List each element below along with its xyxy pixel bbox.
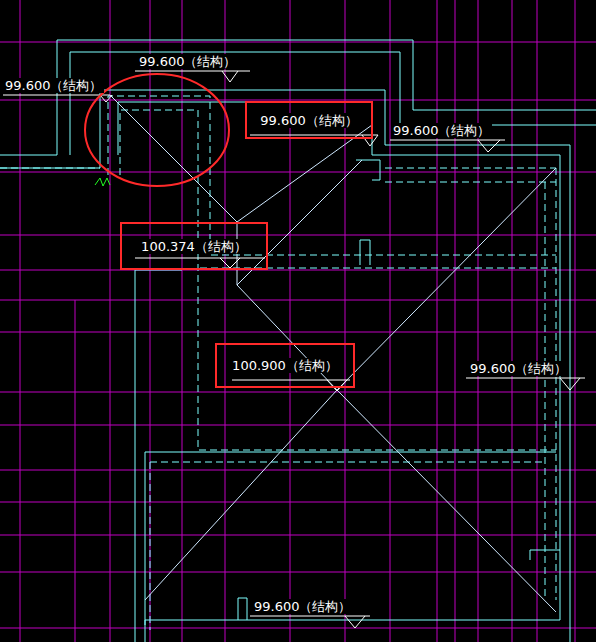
elevation-label: 99.600（结构） — [4, 78, 104, 93]
highlight-box: 100.900（结构） — [215, 343, 355, 388]
wall-outline — [0, 40, 596, 642]
elevation-label: 99.600（结构） — [138, 54, 238, 69]
highlight-circle — [85, 74, 229, 186]
highlight-box: 99.600（结构） — [245, 101, 373, 139]
break-mark — [95, 178, 110, 186]
elevation-text: 99.600（结构） — [259, 113, 359, 128]
elevation-label: 99.600（结构） — [253, 599, 353, 614]
elevation-label: 99.600（结构） — [469, 361, 569, 376]
elevation-text: 100.900（结构） — [231, 358, 339, 373]
highlight-box: 100.374（结构） — [120, 222, 268, 270]
elevation-marks — [3, 71, 585, 628]
elevation-label: 99.600（结构） — [392, 123, 492, 138]
ridge-lines — [110, 95, 556, 612]
elevation-text: 100.374（结构） — [140, 239, 248, 254]
